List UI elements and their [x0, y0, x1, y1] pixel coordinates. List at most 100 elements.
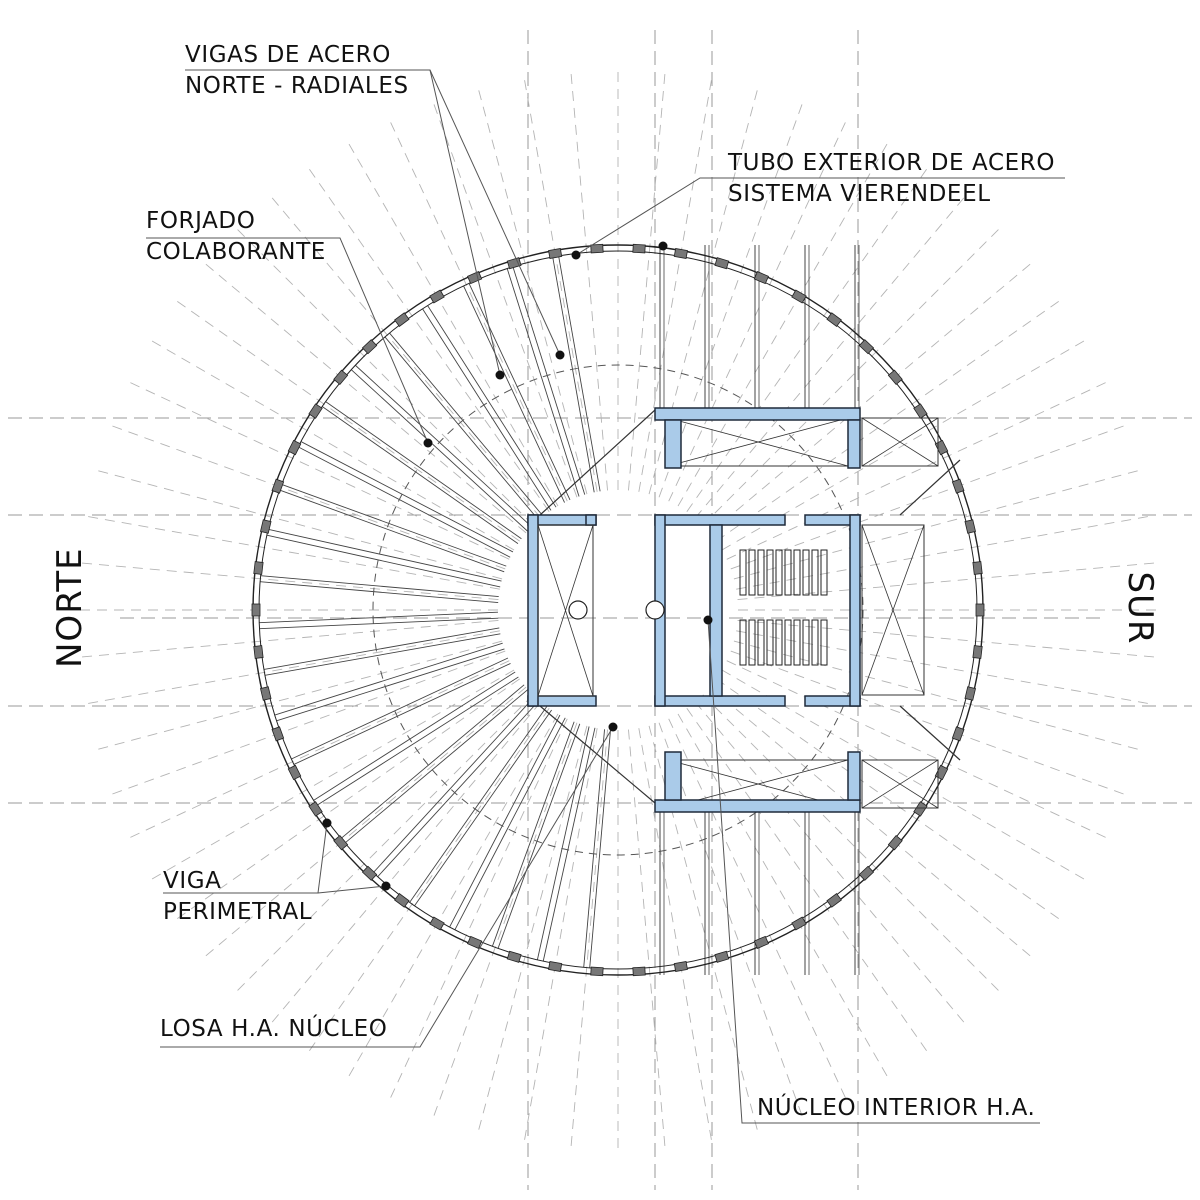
slab-edge-line	[539, 409, 656, 516]
radial-dashed-line	[128, 381, 510, 560]
radial-dashed-line	[658, 102, 804, 498]
core-column	[645, 600, 665, 620]
radial-dashed-line	[694, 701, 966, 1024]
steel-beam-line	[263, 627, 500, 670]
radial-dashed-line	[270, 701, 542, 1024]
leader-line	[160, 726, 614, 1048]
perimeter-segment-marker	[858, 339, 875, 355]
label-tubo-exterior-line1: TUBO EXTERIOR DE ACERO	[728, 150, 1056, 176]
leader-dot	[608, 722, 618, 732]
radial-dashed-line	[110, 650, 506, 796]
fixture-slot	[811, 619, 819, 666]
radial-dashed-line	[733, 469, 1140, 580]
radial-dashed-line	[96, 469, 503, 580]
core-wall	[654, 514, 786, 526]
perimeter-segment-marker	[590, 243, 604, 254]
radial-dashed-line	[658, 722, 804, 1118]
fixture-slot	[802, 549, 810, 596]
perimeter-segment-marker	[714, 257, 730, 270]
radial-dashed-line	[686, 708, 929, 1053]
shaft-cross-line	[861, 759, 939, 809]
core-wall	[847, 419, 861, 469]
perimeter-segment-marker	[632, 966, 646, 977]
perimeter-segment-marker	[590, 966, 604, 977]
perimeter-segment-marker	[361, 339, 378, 355]
radial-dashed-line	[80, 562, 499, 600]
core-wall	[664, 419, 682, 469]
label-forjado-line2: COLABORANTE	[146, 239, 326, 265]
core-room-cross	[537, 524, 594, 697]
leader-dot	[495, 370, 505, 380]
radial-dashed-line	[110, 424, 506, 570]
radial-dashed-line	[347, 713, 559, 1078]
steel-beam-line	[589, 729, 611, 968]
perimeter-segment-marker	[308, 403, 323, 419]
label-losa-nucleo: LOSA H.A. NÚCLEO	[160, 1016, 388, 1042]
steel-beam-line	[506, 268, 580, 497]
perimeter-segment-marker	[753, 271, 770, 285]
leader-dot	[703, 615, 713, 625]
perimeter-segment-marker	[934, 764, 949, 781]
perimeter-segment-marker	[271, 726, 285, 742]
label-vigas-acero-line1: VIGAS DE ACERO	[185, 42, 391, 68]
steel-beam-line	[300, 441, 514, 553]
radial-dashed-line	[677, 713, 889, 1078]
inner-concrete-core	[527, 407, 861, 813]
fixture-slot	[766, 619, 774, 666]
steel-beam-line	[389, 332, 544, 517]
steel-beam-line	[491, 721, 575, 947]
label-viga-perimetral-line2: PERIMETRAL	[163, 899, 313, 925]
fixture-slot	[784, 619, 792, 666]
fixture-slot	[766, 549, 774, 596]
perimeter-segment-marker	[308, 801, 323, 817]
perimeter-segment-marker	[972, 645, 983, 659]
perimeter-segment-marker	[714, 950, 730, 963]
perimeter-segment-marker	[287, 764, 302, 781]
leader-line	[575, 177, 1065, 256]
steel-beam-line	[266, 534, 501, 588]
radial-dashed-line	[638, 728, 713, 1142]
perimeter-segment-marker	[673, 248, 688, 259]
steel-beam-line	[313, 671, 516, 801]
perimeter-segment-marker	[913, 801, 928, 817]
annotation-leaders	[146, 69, 1065, 1124]
radial-dashed-line	[307, 708, 550, 1053]
radial-dashed-line	[204, 262, 527, 534]
shaft-cross-line	[861, 524, 925, 696]
radial-dashed-line	[175, 678, 520, 921]
steel-beam-line	[427, 305, 557, 508]
steel-beam-line	[558, 255, 601, 492]
radial-dashed-line	[736, 630, 1150, 705]
leader-dot	[571, 250, 581, 260]
steel-beam-line	[468, 283, 571, 501]
shaft-rect	[861, 759, 939, 809]
label-forjado: FORJADO COLABORANTE	[146, 206, 326, 268]
perimeter-segment-marker	[887, 369, 903, 386]
radial-dashed-line	[523, 728, 598, 1142]
radial-dashed-line	[150, 669, 515, 881]
radial-dashed-line	[150, 339, 515, 551]
radial-dashed-line	[523, 78, 598, 492]
radial-dashed-line	[204, 686, 527, 958]
radial-dashed-line	[80, 620, 499, 658]
steel-beam-line	[321, 406, 519, 544]
core-wall	[654, 695, 786, 707]
label-tubo-exterior: TUBO EXTERIOR DE ACERO SISTEMA VIERENDEE…	[728, 148, 1055, 210]
steel-beam-line	[552, 256, 595, 493]
perimeter-segment-marker	[826, 893, 842, 908]
core-room	[537, 524, 594, 697]
leader-dot	[322, 818, 332, 828]
steel-beam-line	[355, 364, 532, 528]
steel-beam-line	[409, 706, 548, 903]
perimeter-segment-marker	[887, 834, 903, 851]
label-vigas-acero-line2: NORTE - RADIALES	[185, 73, 409, 99]
perimeter-segment-marker	[951, 478, 965, 494]
radial-dashed-line	[432, 102, 578, 498]
fixture-slot	[793, 619, 801, 666]
core-wall	[654, 799, 861, 813]
perimeter-segment-marker	[333, 834, 349, 851]
radial-dashed-line	[730, 650, 1126, 796]
radial-dashed-line	[730, 424, 1126, 570]
radial-dashed-line	[668, 120, 847, 502]
fixture-slot	[784, 549, 792, 596]
